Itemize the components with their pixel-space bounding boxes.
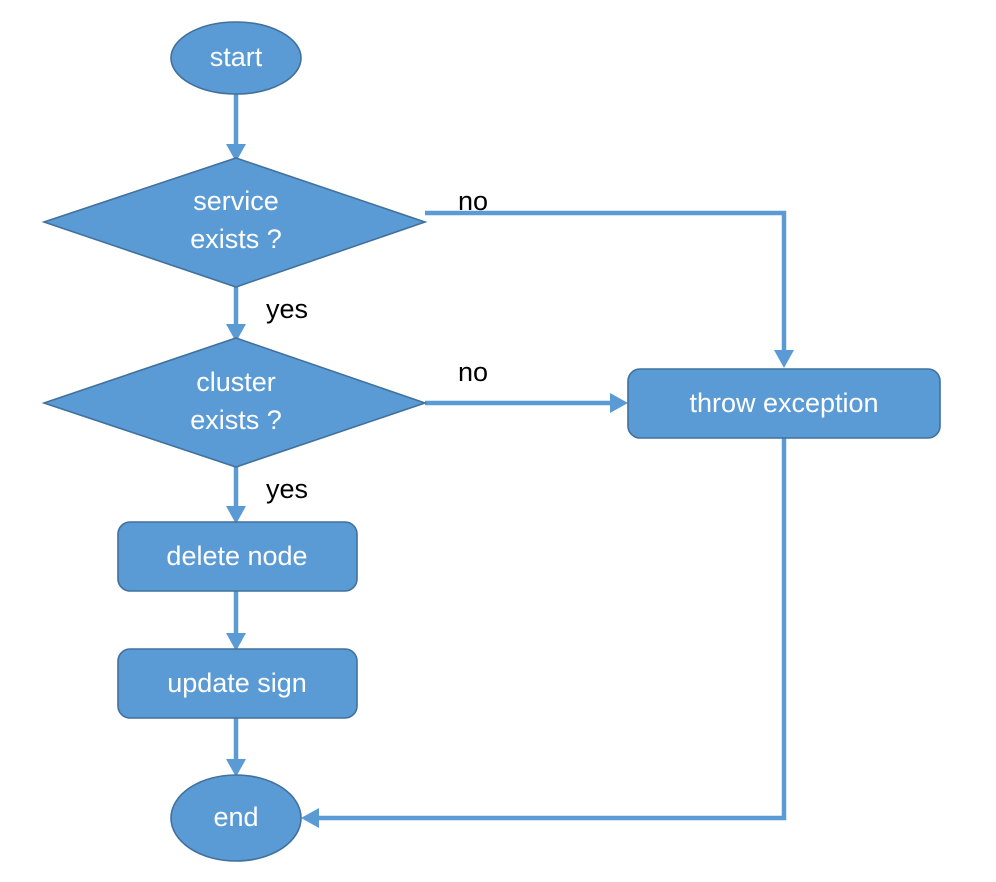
node-update-sign[interactable]: update sign: [117, 648, 358, 719]
end-label: end: [213, 802, 258, 832]
node-delete-node[interactable]: delete node: [117, 521, 358, 592]
update-sign-label: update sign: [167, 668, 307, 698]
arrowhead-start-service: [226, 144, 246, 162]
edge-path-throw-end: [316, 438, 787, 821]
start-label: start: [210, 42, 263, 72]
edge-cluster-no-to-throw-exception: [425, 393, 628, 413]
arrowhead-service-no: [774, 350, 794, 368]
edge-cluster-yes-to-delete-node: [226, 467, 246, 524]
edge-update-sign-to-end: [226, 717, 246, 777]
service-exists-label-line1: service: [193, 186, 279, 216]
cluster-exists-diamond-shape[interactable]: [41, 337, 428, 468]
delete-node-label: delete node: [166, 541, 307, 571]
node-throw-exception[interactable]: throw exception: [627, 368, 941, 439]
node-start[interactable]: start: [170, 21, 302, 95]
arrowhead-cluster-no: [610, 393, 628, 413]
arrowhead-service-yes: [226, 324, 246, 342]
arrowhead-throw-end: [301, 808, 319, 828]
edge-start-to-service-exists: [226, 94, 246, 162]
edge-service-no-to-throw-exception: [425, 210, 794, 368]
arrowhead-cluster-yes: [226, 506, 246, 524]
node-end[interactable]: end: [170, 774, 302, 862]
arrowhead-update-end: [226, 759, 246, 777]
node-cluster-exists[interactable]: cluster exists ?: [41, 337, 428, 468]
update-sign-rect-shape[interactable]: [117, 648, 358, 719]
edge-service-yes-to-cluster-exists: [226, 287, 246, 342]
throw-exception-rect-shape[interactable]: [627, 368, 941, 439]
end-ellipse-shape[interactable]: [170, 774, 302, 862]
edge-label-service-no: no: [458, 186, 488, 216]
edge-delete-node-to-update-sign: [226, 590, 246, 651]
delete-node-rect-shape[interactable]: [117, 521, 358, 592]
edge-label-cluster-yes: yes: [266, 474, 308, 504]
edge-throw-exception-to-end: [301, 438, 787, 828]
service-exists-diamond-shape[interactable]: [41, 157, 428, 288]
edge-label-service-yes: yes: [266, 294, 308, 324]
throw-exception-label: throw exception: [689, 388, 878, 418]
service-exists-label-line2: exists ?: [190, 224, 282, 254]
edge-path-service-no: [425, 210, 787, 355]
edge-label-cluster-no: no: [458, 357, 488, 387]
cluster-exists-label-line2: exists ?: [190, 405, 282, 435]
node-service-exists[interactable]: service exists ?: [41, 157, 428, 288]
cluster-exists-label-line1: cluster: [196, 367, 276, 397]
start-ellipse-shape[interactable]: [170, 21, 302, 95]
arrowhead-delete-update: [226, 633, 246, 651]
